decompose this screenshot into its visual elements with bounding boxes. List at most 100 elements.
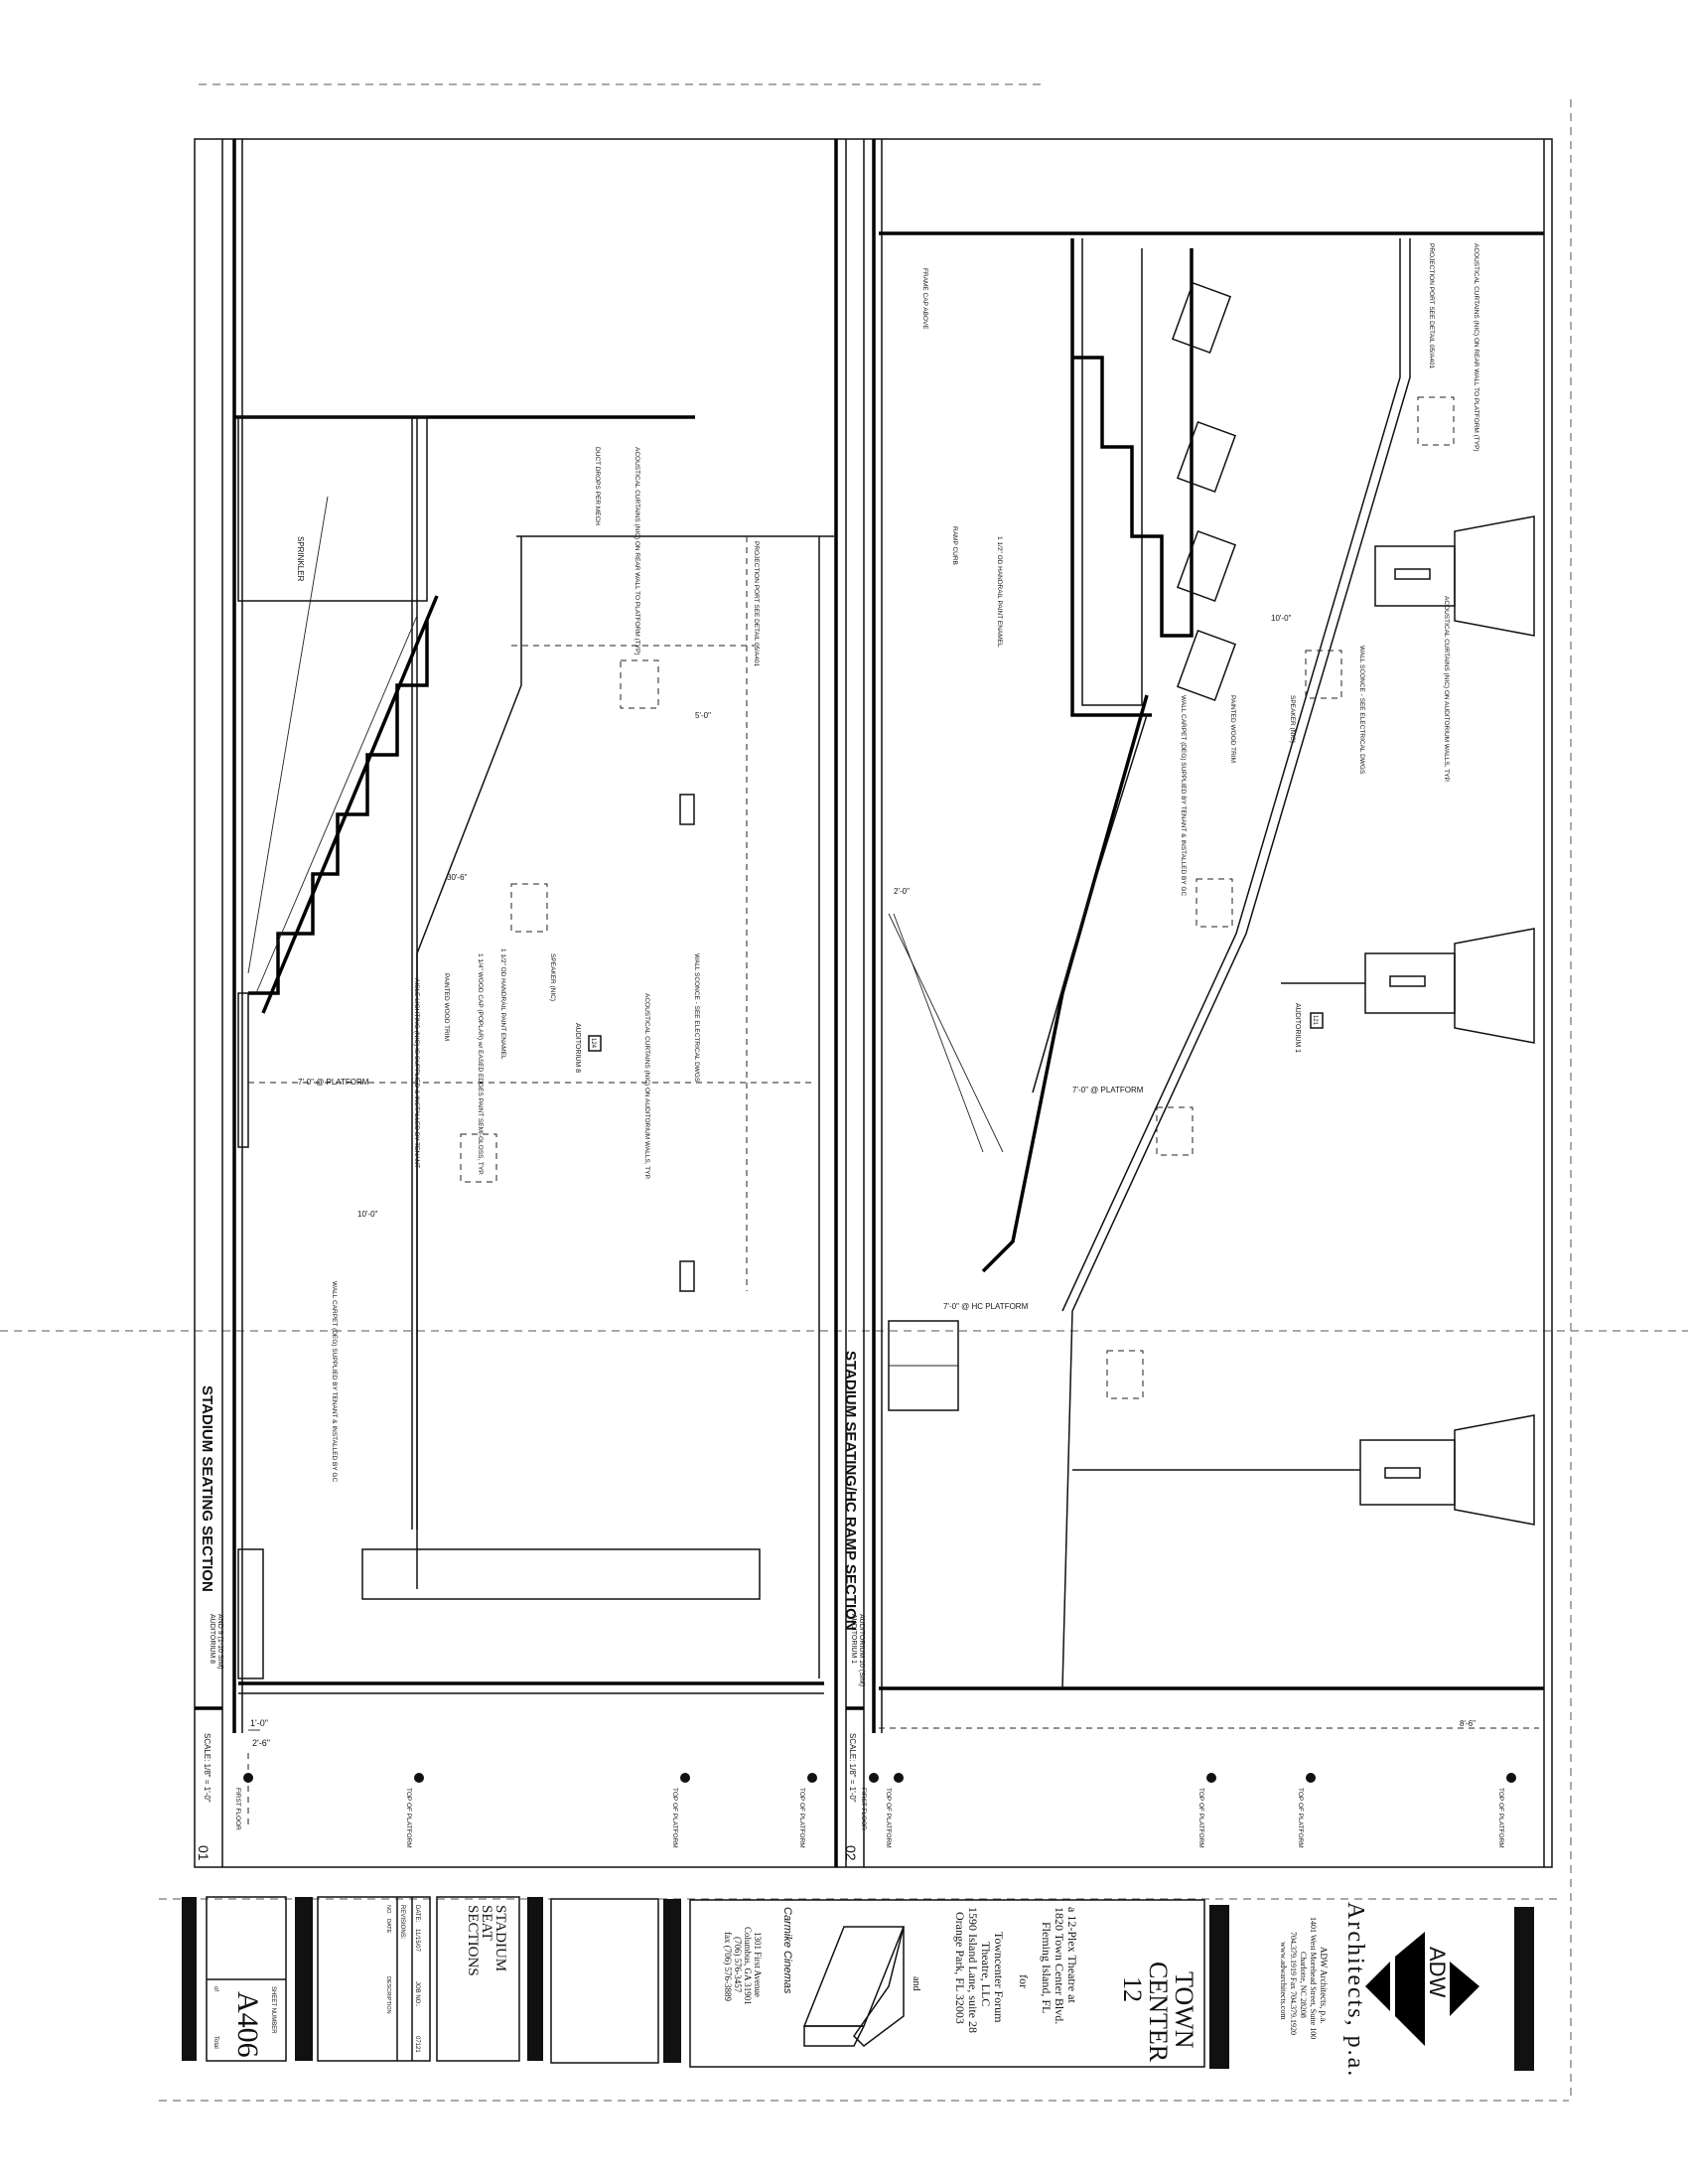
adw-logo: ADW: [1365, 1932, 1479, 2046]
stamp-strip: [182, 1897, 197, 2061]
total-label: Total: [212, 2036, 218, 2049]
date-value: 11/15/07: [414, 1929, 420, 1953]
dimension: 10'-0": [1271, 614, 1292, 623]
sprinkler-room: [237, 416, 428, 602]
level-marker: [1506, 1773, 1516, 1783]
note: DUCT DROPS PER MECH: [594, 447, 601, 525]
note: FRAME CAP ABOVE: [921, 268, 928, 330]
speaker-box: [460, 1133, 497, 1183]
sheet-title: SECTIONS: [465, 1905, 481, 1976]
level-label: FIRST FLOOR: [234, 1788, 241, 1830]
rev-column: DATE: [385, 1919, 391, 1934]
beam-haunch: [1454, 515, 1535, 637]
stamp-strip: [527, 1897, 543, 2061]
rear-platform: [1081, 238, 1143, 706]
partner-fax: fax (706) 576-3889: [723, 1932, 733, 2001]
stadium-risers: [1072, 248, 1194, 638]
sheet-number: A406: [231, 1991, 264, 2058]
handrail: [247, 496, 329, 974]
beam: [1374, 515, 1535, 637]
owner: Orange Park, FL 32003: [953, 1912, 967, 2024]
note: PROJECTION PORT SEE DETAIL 05/A401: [753, 541, 760, 667]
stamp-strip: [295, 1897, 313, 2061]
revisions-box: [317, 1896, 431, 2062]
ceiling-line: [416, 536, 522, 1589]
beam-haunch: [1454, 1414, 1535, 1526]
logo-text: ADW: [1425, 1947, 1450, 1998]
note: ACOUSTICAL CURTAINS (NIC) ON AUDITORIUM …: [1443, 596, 1450, 783]
note: SPEAKER (NIC): [1289, 695, 1296, 743]
ramp-handrail: [893, 913, 984, 1153]
level-label: TOP OF PLATFORM: [671, 1788, 678, 1848]
stadium-risers: [248, 621, 429, 995]
speaker-box: [1106, 1350, 1144, 1399]
floor-slope: [261, 595, 439, 1014]
beam-drop: [1374, 545, 1456, 607]
screen-riser: [237, 1548, 264, 1679]
project-description: Fleming Island, FL: [1040, 1922, 1054, 2013]
sheet-title: STADIUM: [492, 1905, 508, 1971]
dimension: 7'-0" @ PLATFORM: [1072, 1086, 1144, 1094]
speaker-box: [1156, 1106, 1194, 1156]
note: ACOUSTICAL CURTAINS (NIC) ON REAR WALL T…: [633, 447, 640, 655]
note: WALL SCONCE - SEE ELECTRICAL DWGS: [1358, 646, 1365, 775]
room-tag-number: 121: [1312, 1015, 1318, 1026]
dimension: 8'-6": [1460, 1719, 1476, 1728]
architect-address: 1401 West Morehead Street, Suite 100: [1309, 1917, 1318, 2039]
level-marker: [869, 1773, 879, 1783]
owner: 1590 Island Lane, suite 28: [966, 1907, 980, 2033]
architect-address: ADW Architects, p.a.: [1319, 1947, 1329, 2024]
note: 1 1/2" OD HANDRAIL PAINT ENAMEL: [499, 948, 506, 1060]
project-name: CENTER: [1144, 1962, 1173, 2063]
level-marker: [243, 1773, 253, 1783]
note: 1 1/4" WOOD CAP (POPLAR) w/ EASED EDGES …: [477, 953, 484, 1176]
film-strip: [803, 2025, 866, 2047]
note: SPRINKLER: [296, 536, 305, 582]
beam: [1281, 928, 1535, 1044]
room-tag: [1310, 1012, 1324, 1029]
note: AISLE LIGHTING (NIC) IS SUPPLIED & INSTA…: [413, 978, 420, 1168]
partner-address: 1301 First Avenue: [753, 1932, 763, 1997]
section-02: STADIUM SEATING/HC RAMP SECTION AUDITORI…: [842, 139, 1545, 1867]
section-subtitle: AUDITORIUM 8: [209, 1614, 215, 1664]
wall-sconce: [679, 1260, 695, 1292]
riser-steps: [1032, 714, 1148, 1093]
revisions-label: REVISIONS:: [399, 1905, 405, 1940]
speaker-box: [1196, 878, 1233, 928]
level-label: TOP OF PLATFORM: [1197, 1788, 1204, 1848]
speaker-box: [1305, 650, 1342, 699]
light-fixture: [1384, 1467, 1421, 1479]
note: PAINTED WOOD TRIM: [443, 973, 450, 1041]
owner: Theatre, LLC: [979, 1942, 993, 2006]
beam-drop: [1364, 952, 1456, 1014]
architect-phone: 704.379.1919 Fax 704.379.1920: [1289, 1932, 1298, 2035]
logo-triangle: [1365, 1962, 1390, 2011]
project-box: [689, 1899, 1205, 2068]
project-name: 12: [1118, 1976, 1147, 2002]
project-name: TOWN: [1170, 1971, 1198, 2049]
section-number: 02: [843, 1845, 859, 1861]
rev-column: NO.: [385, 1905, 391, 1915]
stamp-strip: [1514, 1907, 1534, 2071]
section-scale: SCALE: 1/8" = 1'-0": [203, 1733, 211, 1803]
owner: Towncenter Forum: [992, 1932, 1006, 2023]
note: RAMP CURB: [951, 526, 958, 565]
room-name: AUDITORIUM 1: [1294, 1003, 1301, 1053]
level-label: TOP OF PLATFORM: [1297, 1788, 1304, 1848]
level-label: TOP OF PLATFORM: [885, 1788, 892, 1848]
partner-phone: (706) 576-3457: [733, 1937, 743, 1993]
ceiling-line: [1061, 238, 1401, 1312]
note: ACOUSTICAL CURTAINS (NIC) ON AUDITORIUM …: [643, 993, 650, 1180]
note: WALL CARPET (DEG) SUPPLIED BY TENANT & I…: [331, 1281, 338, 1482]
wall-sconce: [679, 794, 695, 825]
speaker-box: [620, 659, 659, 709]
level-label: TOP OF PLATFORM: [405, 1788, 412, 1848]
section-number: 01: [196, 1845, 211, 1861]
section-subtitle: AUDITORIUM 10 (SIM): [858, 1614, 865, 1686]
note: PROJECTION PORT SEE DETAIL 05/A401: [1428, 243, 1435, 369]
stamp-strip: [1209, 1905, 1229, 2069]
film-logo: [802, 1926, 906, 2047]
stamp-strip: [663, 1899, 681, 2063]
beam-drop: [1359, 1439, 1456, 1506]
